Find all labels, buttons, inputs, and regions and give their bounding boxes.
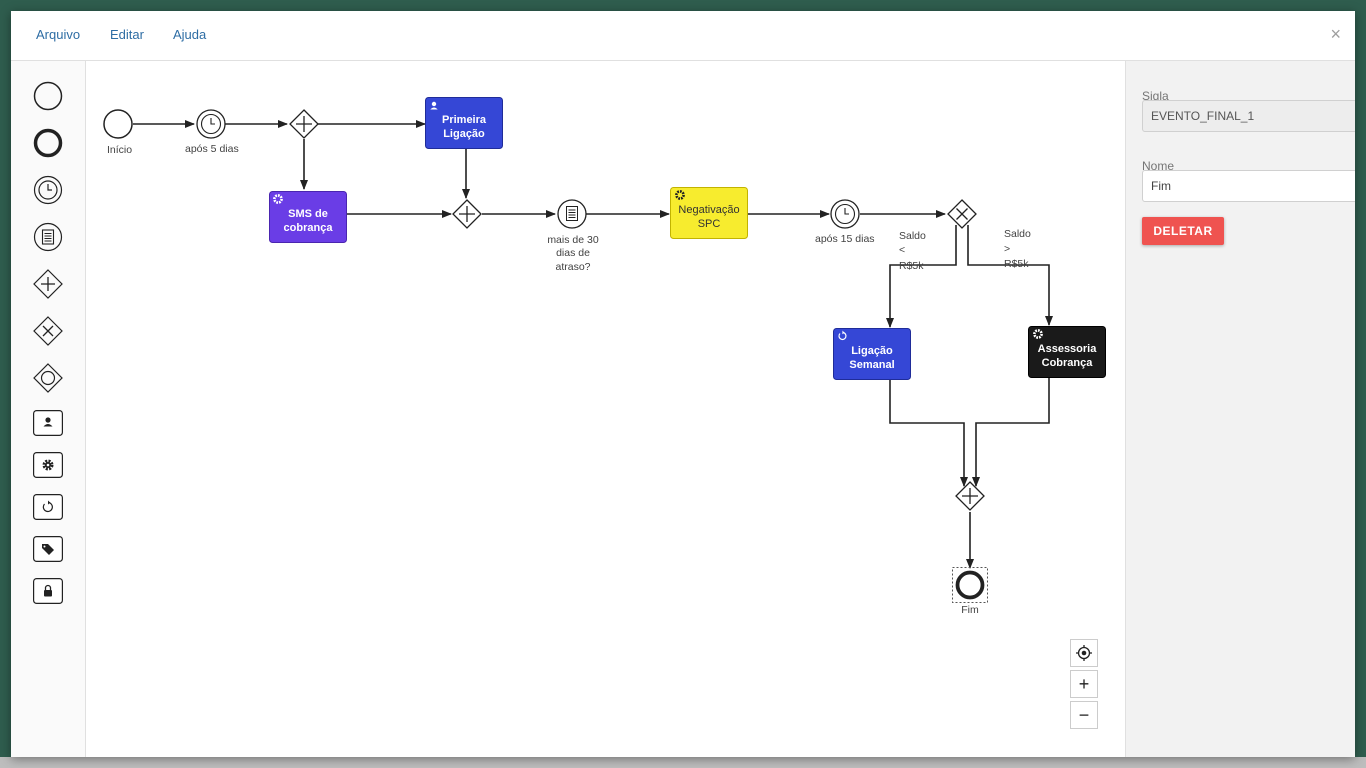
timer1-label: após 5 dias xyxy=(185,143,239,155)
tag-icon xyxy=(33,536,63,562)
exclusive-gateway[interactable] xyxy=(947,199,977,229)
gear-icon xyxy=(1033,329,1043,339)
bpmn-diagram: Início após 5 dias Primeira xyxy=(103,97,1106,616)
user-icon xyxy=(430,101,438,110)
properties-panel: Sigla Nome DELETAR xyxy=(1125,61,1355,757)
parallel-gateway-tool[interactable] xyxy=(33,269,63,299)
flow-left-label-line2: < xyxy=(899,244,905,256)
start-event-label: Início xyxy=(107,144,132,156)
recenter-button[interactable] xyxy=(1070,639,1098,667)
flow-assessoria-join[interactable] xyxy=(972,377,1050,487)
gear-icon xyxy=(675,190,685,200)
menu-editar[interactable]: Editar xyxy=(110,27,144,42)
menu-bar: Arquivo Editar Ajuda × xyxy=(11,11,1355,61)
exclusive-gateway-icon xyxy=(33,316,63,346)
sequence-flows xyxy=(133,120,1053,569)
cond-label-line1: mais de 30 xyxy=(547,234,599,246)
parallel-gateway-join-1[interactable] xyxy=(452,199,482,229)
flow-semanal-join[interactable] xyxy=(889,379,968,487)
task-primeira-line1: Primeira xyxy=(442,114,487,126)
timer2-label: após 15 dias xyxy=(815,233,875,245)
gear-icon xyxy=(273,194,283,204)
task-assessoria-line1: Assessoria xyxy=(1038,343,1098,355)
start-event-icon xyxy=(33,81,63,111)
parallel-gateway-join-2[interactable] xyxy=(955,481,985,511)
tag-tool[interactable] xyxy=(33,536,63,566)
selection-box xyxy=(952,567,988,603)
task-negativacao-line2: SPC xyxy=(698,218,721,230)
flow-right-label-line3: R$5k xyxy=(1004,258,1029,270)
end-event-icon xyxy=(33,128,63,158)
zoom-out-button[interactable]: − xyxy=(1070,701,1098,729)
timer-icon xyxy=(33,175,63,205)
delete-button[interactable]: DELETAR xyxy=(1142,217,1224,245)
timer-event-15-dias[interactable] xyxy=(830,199,860,229)
task-sms-line2: cobrança xyxy=(284,222,334,234)
lock-icon xyxy=(33,578,63,604)
flow-xor-semanal[interactable] xyxy=(886,225,957,328)
backdrop xyxy=(0,757,1366,768)
start-event[interactable] xyxy=(103,109,133,139)
cond-label-line2: dias de xyxy=(556,247,590,259)
flow-right-label-line2: > xyxy=(1004,243,1010,255)
task-primeira-ligacao[interactable]: Primeira Ligação xyxy=(425,97,503,149)
menu-arquivo[interactable]: Arquivo xyxy=(36,27,81,42)
task-sms-line1: SMS de xyxy=(288,208,328,220)
user-task-tool[interactable] xyxy=(33,410,63,440)
task-ligacao-semanal[interactable]: Ligação Semanal xyxy=(833,328,911,380)
service-task-tool[interactable] xyxy=(33,452,63,482)
end-event-tool[interactable] xyxy=(33,128,63,158)
conditional-event[interactable] xyxy=(557,199,587,229)
element-palette xyxy=(11,61,86,757)
start-event-tool[interactable] xyxy=(33,81,63,111)
task-negativacao-spc[interactable]: Negativação SPC xyxy=(670,187,748,239)
bpmn-editor-modal: Arquivo Editar Ajuda × xyxy=(11,11,1355,757)
task-negativacao-line1: Negativação xyxy=(678,204,739,216)
conditional-icon xyxy=(33,222,63,252)
task-sms-cobranca[interactable]: SMS de cobrança xyxy=(269,191,347,243)
flow-right-label-line1: Saldo xyxy=(1004,228,1031,240)
end-event-label: Fim xyxy=(961,604,979,616)
crosshair-icon xyxy=(1076,645,1092,661)
clock-icon xyxy=(210,118,215,125)
conditional-event-tool[interactable] xyxy=(33,222,63,252)
close-icon[interactable]: × xyxy=(1330,24,1341,44)
timer-event-tool[interactable] xyxy=(33,175,63,205)
user-icon xyxy=(33,410,63,436)
inclusive-gateway-tool[interactable] xyxy=(33,363,63,393)
flow-left-label-line3: R$5k xyxy=(899,260,924,272)
exclusive-gateway-tool[interactable] xyxy=(33,316,63,346)
zoom-in-button[interactable]: + xyxy=(1070,670,1098,698)
menu-ajuda[interactable]: Ajuda xyxy=(173,27,207,42)
loop-task-tool[interactable] xyxy=(33,494,63,524)
lock-tool[interactable] xyxy=(33,578,63,608)
loop-icon xyxy=(838,330,847,341)
task-assessoria-line2: Cobrança xyxy=(1042,357,1094,369)
inclusive-gateway-icon xyxy=(33,363,63,393)
parallel-gateway-icon xyxy=(33,269,63,299)
task-primeira-line2: Ligação xyxy=(443,128,485,140)
clock-icon xyxy=(844,208,849,215)
task-semanal-line1: Ligação xyxy=(851,345,893,357)
parallel-gateway-split[interactable] xyxy=(289,109,319,139)
nome-field[interactable] xyxy=(1142,170,1355,202)
sigla-field[interactable] xyxy=(1142,100,1355,132)
flow-xor-assessoria[interactable] xyxy=(967,225,1053,326)
sigla-label: Sigla xyxy=(1142,89,1169,103)
flow-left-label-line1: Saldo xyxy=(899,230,926,242)
task-assessoria-cobranca[interactable]: Assessoria Cobrança xyxy=(1028,326,1106,378)
end-event[interactable] xyxy=(952,567,988,603)
cond-label-line3: atraso? xyxy=(555,261,590,273)
nome-label: Nome xyxy=(1142,159,1175,173)
timer-event-5-dias[interactable] xyxy=(196,109,226,139)
diagram-canvas[interactable]: Início após 5 dias Primeira xyxy=(86,61,1125,757)
gear-icon xyxy=(33,452,63,478)
loop-icon xyxy=(33,494,63,520)
task-semanal-line2: Semanal xyxy=(849,359,894,371)
